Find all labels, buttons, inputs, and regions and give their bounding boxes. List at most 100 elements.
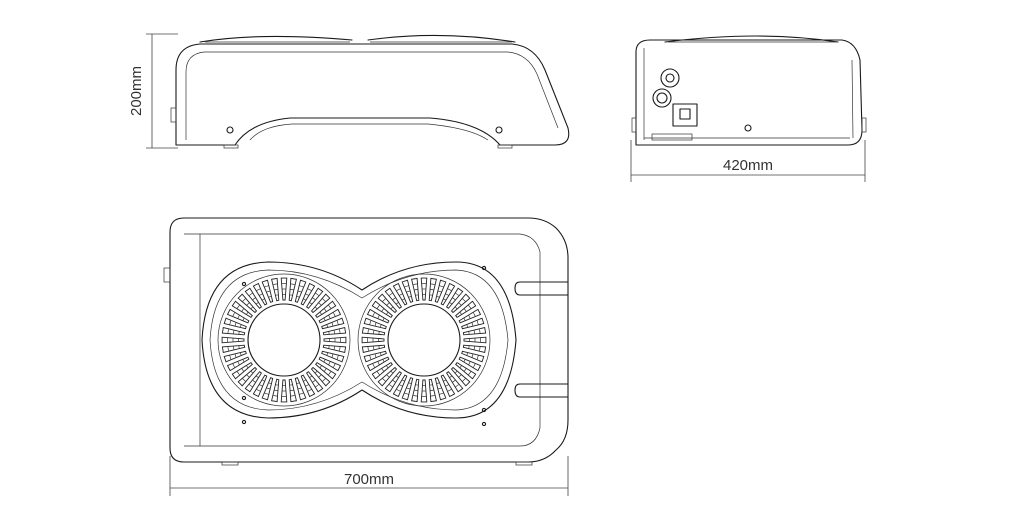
fan-fin	[434, 377, 447, 401]
fan-fin-tick	[381, 368, 385, 372]
fan-fin-tick	[415, 294, 419, 296]
fan-fin-tick	[303, 298, 307, 301]
front-foot-left	[223, 144, 239, 149]
fan-fin-tick	[273, 283, 278, 285]
fan-fin-tick	[437, 387, 442, 390]
fan-fin-tick	[242, 317, 245, 321]
fan-fin-tick	[377, 315, 380, 319]
fan-fin	[401, 377, 414, 401]
fan-fin-tick	[466, 324, 469, 328]
fan-fin	[420, 379, 428, 403]
fan-fin-tick	[392, 297, 396, 301]
fan-fin-tick	[266, 387, 271, 390]
fan-fin-tick	[399, 293, 403, 296]
fan-fin	[288, 277, 297, 302]
fan-fin-tick	[413, 283, 418, 285]
fan-fin-tick	[436, 382, 440, 385]
fan-fin-tick	[372, 363, 375, 368]
fan-fin-tick	[241, 368, 245, 372]
fan-fin-tick	[463, 368, 467, 372]
fan-fin	[384, 371, 403, 393]
fan-fin	[377, 293, 398, 314]
fan-fin-tick	[268, 382, 272, 385]
fan-fin	[323, 336, 347, 344]
fan-fin-tick	[322, 298, 326, 302]
fan-fin-tick	[388, 384, 393, 388]
fan-fin	[458, 308, 482, 324]
fan-fin	[288, 378, 297, 403]
fan-fin-tick	[312, 379, 316, 383]
fan-fin	[315, 361, 337, 380]
fan-fin	[428, 378, 437, 403]
fan-fin-tick	[373, 330, 375, 334]
fan-fin	[463, 336, 487, 344]
fan-fin-tick	[404, 392, 409, 395]
fan-fin-tick	[296, 295, 300, 298]
fan-fin-tick	[382, 317, 385, 321]
fan-fin-tick	[328, 361, 331, 365]
fan-fin-tick	[463, 359, 466, 363]
fan-fin-tick	[261, 298, 265, 301]
fan-fin-tick	[315, 292, 320, 296]
fan-fin-tick	[406, 290, 411, 293]
fan-fin-tick	[297, 387, 302, 390]
fan-fin-tick	[246, 311, 249, 315]
fan-fin-tick	[374, 353, 377, 358]
fan-mount-dot	[241, 395, 247, 401]
fan-fin-tick	[261, 379, 265, 382]
fan-left	[217, 273, 351, 407]
fan-fin	[450, 366, 471, 387]
fan-fin	[411, 277, 420, 302]
top-notch-upper	[514, 281, 569, 296]
fan-fin-tick	[252, 379, 256, 383]
fan-fin-tick	[373, 346, 375, 350]
fan-fin-tick	[236, 371, 240, 376]
fan-fin-tick	[382, 359, 385, 363]
fan-fins	[221, 277, 347, 403]
front-cutout-inner	[249, 123, 489, 141]
fan-fin-tick	[331, 353, 334, 358]
fan-fin-tick	[468, 361, 471, 365]
fan-fin-tick	[273, 395, 278, 397]
fan-fin-tick	[241, 308, 245, 312]
fan-fin-tick	[452, 379, 456, 383]
fan-fin-tick	[250, 370, 254, 374]
fan-fin-tick	[303, 379, 307, 382]
fan-fin	[392, 282, 408, 306]
fan-fin-tick	[339, 346, 341, 351]
fan-fin	[294, 377, 307, 401]
fan-fin-tick	[234, 353, 237, 358]
fan-fin-tick	[476, 355, 479, 360]
fan-fin	[445, 287, 464, 309]
fan-fin	[223, 317, 247, 330]
front-screw-left	[226, 126, 234, 134]
side-clip-right	[861, 117, 867, 133]
depth-label: 420mm	[723, 157, 773, 174]
fan-fin-tick	[408, 295, 412, 298]
fan-fin-tick	[328, 304, 332, 309]
fan-fin-tick	[242, 378, 246, 382]
fan-fin	[280, 379, 288, 403]
fan-fin	[384, 287, 403, 309]
front-body-inner-line	[185, 51, 559, 140]
fan-fin-tick	[331, 322, 334, 327]
fan-fin-tick	[395, 302, 399, 305]
fan-fin-tick	[468, 304, 472, 309]
fan-fin-tick	[459, 365, 462, 369]
side-screw	[744, 124, 752, 132]
side-fan-top	[664, 35, 839, 43]
fan-fin-tick	[234, 322, 237, 327]
fan-fin-tick	[479, 329, 481, 334]
fan-fin-tick	[255, 302, 259, 305]
fan-fin	[440, 374, 456, 398]
fan-fin	[363, 350, 387, 363]
top-notch-lower	[514, 383, 569, 398]
fan-fin-tick	[275, 384, 279, 386]
fan-fin-tick	[468, 345, 470, 349]
fan-fin	[462, 344, 487, 353]
fan-fin-tick	[336, 355, 339, 360]
fan-fin-tick	[289, 294, 293, 296]
fan-fin-tick	[323, 359, 326, 363]
fan-fin-tick	[414, 389, 418, 391]
